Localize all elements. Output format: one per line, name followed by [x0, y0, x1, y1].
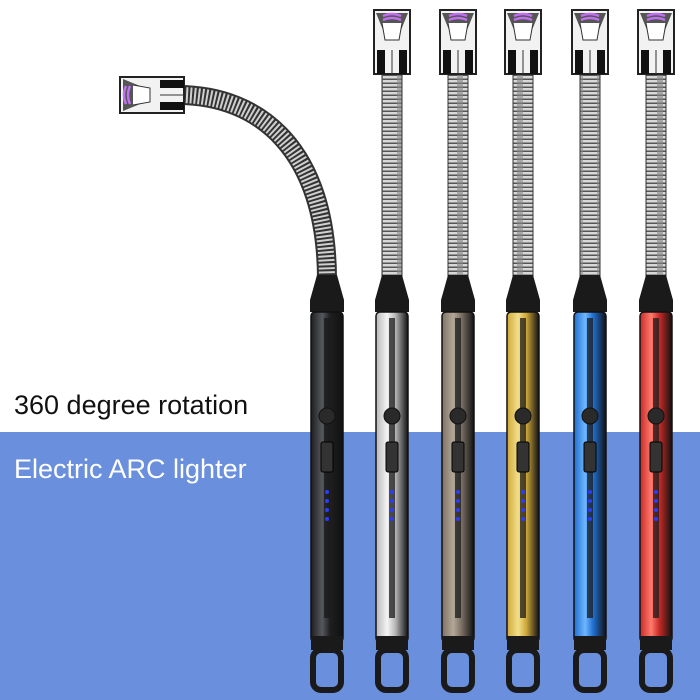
hanging-loop [441, 647, 475, 693]
ignition-button [514, 407, 532, 425]
ignition-button [318, 407, 336, 425]
battery-led [588, 490, 592, 494]
hanging-loop [573, 647, 607, 693]
collar [375, 275, 409, 312]
safety-switch [649, 441, 663, 473]
safety-switch [320, 441, 334, 473]
battery-led [521, 517, 525, 521]
lighter-silver [373, 9, 411, 693]
hanging-loop [506, 647, 540, 693]
battery-led [390, 490, 394, 494]
hanging-loop [375, 647, 409, 693]
ignition-button [647, 407, 665, 425]
hanging-loop [310, 647, 344, 693]
lighter-black [119, 76, 344, 693]
collar [573, 275, 607, 312]
lighter-gold [504, 9, 542, 693]
battery-led [654, 517, 658, 521]
flexible-neck [579, 73, 601, 281]
safety-switch [385, 441, 399, 473]
battery-led [390, 517, 394, 521]
battery-led [654, 490, 658, 494]
safety-switch [583, 441, 597, 473]
flexible-neck [177, 85, 337, 281]
safety-switch [516, 441, 530, 473]
arc-glow [122, 85, 132, 105]
ignition-button [581, 407, 599, 425]
battery-led [456, 490, 460, 494]
battery-led [654, 499, 658, 503]
battery-led [521, 508, 525, 512]
bottom-cap [311, 636, 343, 650]
lighter-blue [571, 9, 609, 693]
battery-led [588, 508, 592, 512]
arc-glow [580, 12, 600, 22]
safety-switch [451, 441, 465, 473]
battery-led [456, 517, 460, 521]
battery-led [588, 499, 592, 503]
collar [506, 275, 540, 312]
battery-led [588, 517, 592, 521]
battery-led [325, 517, 329, 521]
collar [310, 275, 344, 312]
collar [639, 275, 673, 312]
battery-led [456, 499, 460, 503]
battery-led [521, 490, 525, 494]
bottom-cap [507, 636, 539, 650]
arc-glow [382, 12, 402, 22]
battery-led [456, 508, 460, 512]
arc-glow [646, 12, 666, 22]
hanging-loop [639, 647, 673, 693]
battery-led [654, 508, 658, 512]
bent-head [119, 76, 185, 114]
flexible-neck [381, 73, 403, 281]
flexible-neck [645, 73, 667, 281]
rotation-caption: 360 degree rotation [14, 390, 249, 420]
arc-glow [513, 12, 533, 22]
ignition-button [449, 407, 467, 425]
collar [441, 275, 475, 312]
battery-led [325, 490, 329, 494]
product-caption: Electric ARC lighter [14, 454, 247, 484]
battery-led [390, 508, 394, 512]
flexible-neck [447, 73, 469, 281]
bottom-cap [376, 636, 408, 650]
flexible-neck [512, 73, 534, 281]
bottom-cap [442, 636, 474, 650]
bottom-cap [574, 636, 606, 650]
arc-glow [448, 12, 468, 22]
lighter-gunmetal [439, 9, 477, 693]
battery-led [325, 499, 329, 503]
ignition-button [383, 407, 401, 425]
battery-led [325, 508, 329, 512]
battery-led [390, 499, 394, 503]
battery-led [521, 499, 525, 503]
lighter-red [637, 9, 675, 693]
bottom-cap [640, 636, 672, 650]
